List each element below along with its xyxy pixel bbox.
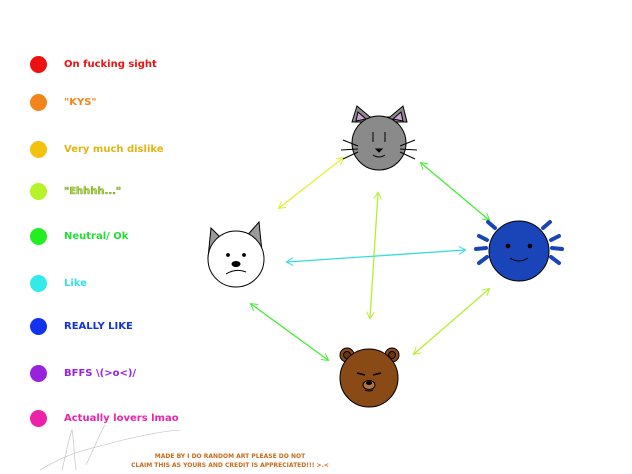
relationship-arrows	[251, 158, 489, 360]
legend-label: On fucking sight	[64, 58, 157, 70]
bear-face-icon	[339, 347, 400, 408]
legend-label: Like	[64, 277, 87, 289]
legend-item: REALLY LIKE	[30, 316, 133, 336]
legend-item: Actually lovers lmao	[30, 408, 179, 428]
legend-color-dot	[30, 274, 47, 292]
legend-label: Neutral/ Ok	[64, 230, 129, 242]
arrow-dog-bear	[251, 304, 328, 360]
sketch-scribble	[39, 424, 181, 471]
legend-item: Like	[30, 273, 87, 293]
legend-item: Very much dislike	[30, 139, 164, 159]
legend-item: BFFS \(>o<)/	[30, 363, 136, 383]
legend-color-dot	[30, 182, 47, 200]
legend-label: BFFS \(>o<)/	[64, 367, 137, 379]
legend-label: REALLY LIKE	[64, 320, 133, 332]
legend-color-dot	[30, 55, 47, 73]
arrow-axolotl-bear	[414, 289, 489, 354]
dog-face-icon	[207, 220, 265, 288]
legend-label: "KYS"	[64, 96, 97, 108]
credit-text: MADE BY I DO RANDOM ART PLEASE DO NOT CL…	[100, 452, 360, 470]
legend-item: On fucking sight	[30, 54, 157, 74]
legend-item: "Ehhhh..."	[30, 181, 121, 201]
arrow-cat-axolotl	[421, 163, 489, 220]
legend-item: Neutral/ Ok	[30, 226, 128, 246]
legend-color-dot	[30, 317, 47, 335]
legend-item: "KYS"	[30, 92, 97, 112]
legend-color-dot	[30, 364, 47, 382]
legend-color-dot	[30, 227, 47, 245]
arrow-cat-dog	[279, 158, 343, 208]
arrow-dog-axolotl	[287, 250, 465, 262]
legend-color-dot	[30, 140, 47, 158]
legend-label: Very much dislike	[64, 143, 164, 155]
credit-line-2: CLAIM THIS AS YOURS AND CREDIT IS APPREC…	[131, 462, 329, 469]
legend-color-dot	[30, 409, 47, 427]
legend-color-dot	[30, 93, 47, 111]
axolotl-face-icon	[474, 220, 564, 282]
cat-face-icon	[340, 105, 418, 171]
legend-label: "Ehhhh..."	[64, 185, 122, 197]
credit-line-1: MADE BY I DO RANDOM ART PLEASE DO NOT	[154, 453, 306, 460]
legend-label: Actually lovers lmao	[64, 412, 179, 424]
